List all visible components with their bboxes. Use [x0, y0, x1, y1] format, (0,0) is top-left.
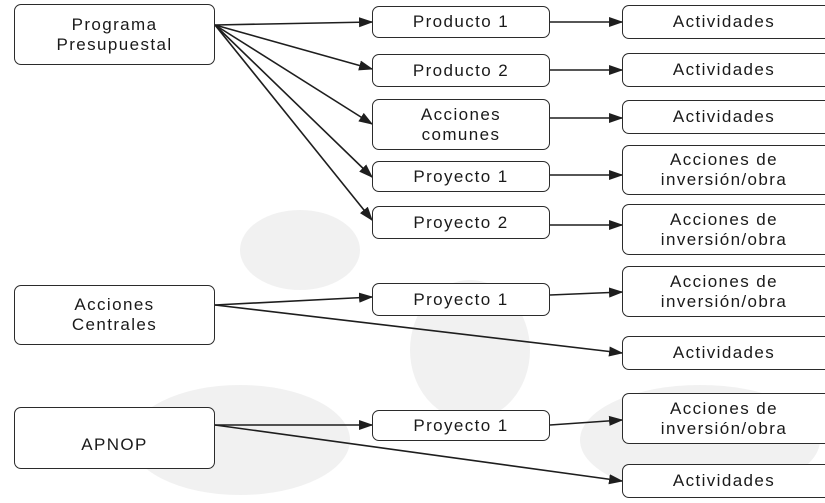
node-actividades-producto2: Actividades	[622, 53, 825, 87]
edge-ac-actividades	[214, 304, 624, 357]
edge-apnop-proyecto1-inversion	[549, 415, 624, 426]
node-actividades-producto1: Actividades	[622, 5, 825, 39]
edge-programa-proyecto1	[214, 24, 374, 179]
node-inversion-proyecto1-programa: Acciones de inversión/obra	[622, 145, 825, 195]
node-proyecto1-centrales: Proyecto 1	[372, 283, 550, 316]
edge-programa-producto2	[214, 24, 374, 71]
node-inversion-proyecto2-programa: Acciones de inversión/obra	[622, 204, 825, 255]
edge-programa-acciones-comunes	[214, 24, 374, 125]
edge-programa-producto1	[214, 17, 374, 28]
node-inversion-proyecto1-centrales: Acciones de inversión/obra	[622, 266, 825, 317]
edge-programa-proyecto2	[214, 24, 373, 222]
node-actividades-acciones-comunes: Actividades	[622, 100, 825, 134]
node-proyecto1-programa: Proyecto 1	[372, 161, 550, 192]
node-programa-presupuestal: Programa Presupuestal	[14, 4, 215, 65]
node-proyecto1-apnop: Proyecto 1	[372, 410, 550, 441]
node-producto1: Producto 1	[372, 6, 550, 38]
edge-ac-proyecto1-inversion	[549, 287, 624, 298]
node-actividades-centrales: Actividades	[622, 336, 825, 370]
node-producto2: Producto 2	[372, 54, 550, 87]
edge-apnop-actividades	[214, 424, 624, 485]
node-acciones-comunes: Acciones comunes	[372, 99, 550, 150]
node-inversion-proyecto1-apnop: Acciones de inversión/obra	[622, 393, 825, 444]
node-actividades-apnop: Actividades	[622, 464, 825, 498]
edge-ac-proyecto1	[214, 292, 374, 306]
node-acciones-centrales: Acciones Centrales	[14, 285, 215, 345]
node-proyecto2-programa: Proyecto 2	[372, 206, 550, 239]
node-apnop: APNOP	[14, 407, 215, 469]
